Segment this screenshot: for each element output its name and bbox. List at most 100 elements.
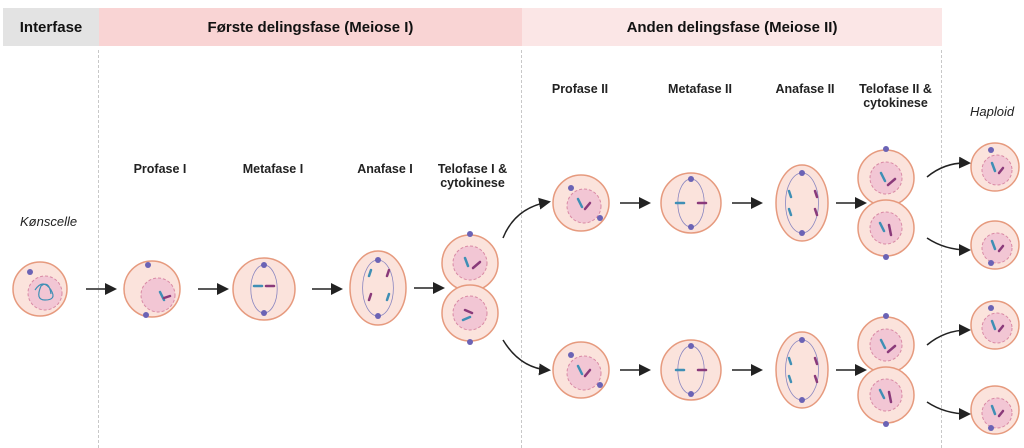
chromosome	[887, 390, 893, 404]
chromosome	[997, 324, 1005, 333]
nucleus	[981, 154, 1013, 186]
chromosome	[463, 308, 474, 315]
nucleus	[869, 161, 903, 195]
phase-label: Første delingsfase (Meiose I)	[207, 18, 414, 36]
centrosome	[597, 382, 603, 388]
chromosome	[878, 388, 886, 400]
stage-label-metaphase-1: Metafase I	[242, 162, 304, 176]
chromosome	[997, 244, 1005, 253]
centrosome	[688, 391, 694, 397]
centrosome	[467, 339, 473, 345]
label-line: cytokinese	[440, 176, 505, 190]
chromosome	[813, 356, 819, 366]
chromosome	[879, 171, 887, 183]
centrosome	[883, 146, 889, 152]
nucleus	[452, 245, 488, 281]
chromosome	[887, 223, 893, 237]
stage-label-telophase-1: Telofase I &cytokinese	[430, 162, 515, 190]
centrosome	[688, 176, 694, 182]
centrosome	[988, 425, 994, 431]
chromosome	[813, 189, 819, 199]
chromosome	[576, 364, 584, 376]
stage-label-anaphase-2: Anafase II	[775, 82, 835, 96]
chromosome	[878, 221, 886, 233]
arrow-icon	[502, 197, 551, 239]
centrosome	[988, 305, 994, 311]
phase-header-meiosis-2: Anden delingsfase (Meiose II)	[522, 8, 942, 46]
arrow-icon	[926, 156, 971, 178]
stage-label-prophase-2: Profase II	[551, 82, 609, 96]
centrosome	[568, 185, 574, 191]
stage-label-telophase-2: Telofase II &cytokinese	[853, 82, 938, 110]
stage-label-prophase-1: Profase I	[133, 162, 187, 176]
phase-header-interphase: Interfase	[3, 8, 99, 46]
centrosome	[27, 269, 33, 275]
centrosome	[799, 230, 805, 236]
centrosome	[799, 397, 805, 403]
phase-divider	[941, 50, 942, 448]
nucleus	[869, 378, 903, 412]
chromosome	[997, 409, 1005, 418]
centrosome	[467, 231, 473, 237]
cell-metaphase-2	[660, 339, 722, 401]
centrosome	[261, 310, 267, 316]
chromosome	[583, 368, 592, 378]
chromosome	[787, 207, 793, 217]
chromosome	[997, 166, 1005, 175]
cell-anaphase-2	[775, 331, 829, 409]
stage-label-haploid: Haploid	[970, 104, 1015, 119]
cell-metaphase-1	[232, 257, 296, 321]
centrosome	[261, 262, 267, 268]
centrosome	[688, 224, 694, 230]
centrosome	[145, 262, 151, 268]
chromosome	[367, 268, 373, 278]
chromosome	[367, 292, 373, 302]
stage-label-metaphase-2: Metafase II	[668, 82, 732, 96]
cell-anaphase-2	[775, 164, 829, 242]
phase-divider	[521, 50, 522, 448]
phase-label: Anden delingsfase (Meiose II)	[626, 18, 838, 36]
chromosome	[471, 260, 482, 270]
nucleus	[869, 211, 903, 245]
centrosome	[568, 352, 574, 358]
nucleus	[566, 355, 602, 391]
nucleus	[140, 277, 176, 313]
chromosome	[990, 319, 997, 331]
centrosome	[597, 215, 603, 221]
chromosome	[787, 189, 793, 199]
centrosome	[883, 313, 889, 319]
chromosome	[463, 256, 470, 268]
chromosome	[162, 294, 172, 300]
centrosome	[799, 170, 805, 176]
stage-label-germ-cell: Kønscelle	[20, 214, 78, 229]
phase-label: Interfase	[19, 18, 83, 36]
nucleus	[27, 275, 63, 311]
chromosome	[813, 207, 819, 217]
stage-label-anaphase-1: Anafase I	[357, 162, 413, 176]
cell-anaphase-1	[349, 250, 407, 326]
arrow-icon	[926, 237, 971, 256]
chromosome	[879, 338, 887, 350]
phase-header-meiosis-1: Første delingsfase (Meiose I)	[99, 8, 522, 46]
nucleus	[566, 188, 602, 224]
centrosome	[375, 313, 381, 319]
chromosome	[990, 161, 997, 173]
centrosome	[688, 343, 694, 349]
arrow-icon	[502, 339, 551, 376]
cell-metaphase-2	[660, 172, 722, 234]
centrosome	[375, 257, 381, 263]
chromosome	[886, 177, 897, 187]
chromosome	[886, 344, 897, 354]
chromosome	[385, 292, 391, 302]
label-line: Telofase I &	[437, 162, 508, 176]
chromosome	[385, 268, 391, 278]
arrow-icon	[926, 324, 971, 346]
label-line: Telofase II &	[859, 82, 932, 96]
centrosome	[799, 337, 805, 343]
label-line: cytokinese	[863, 96, 928, 110]
phase-divider	[98, 50, 99, 448]
chromosome	[461, 315, 472, 322]
nucleus	[981, 232, 1013, 264]
chromosome	[576, 197, 584, 209]
